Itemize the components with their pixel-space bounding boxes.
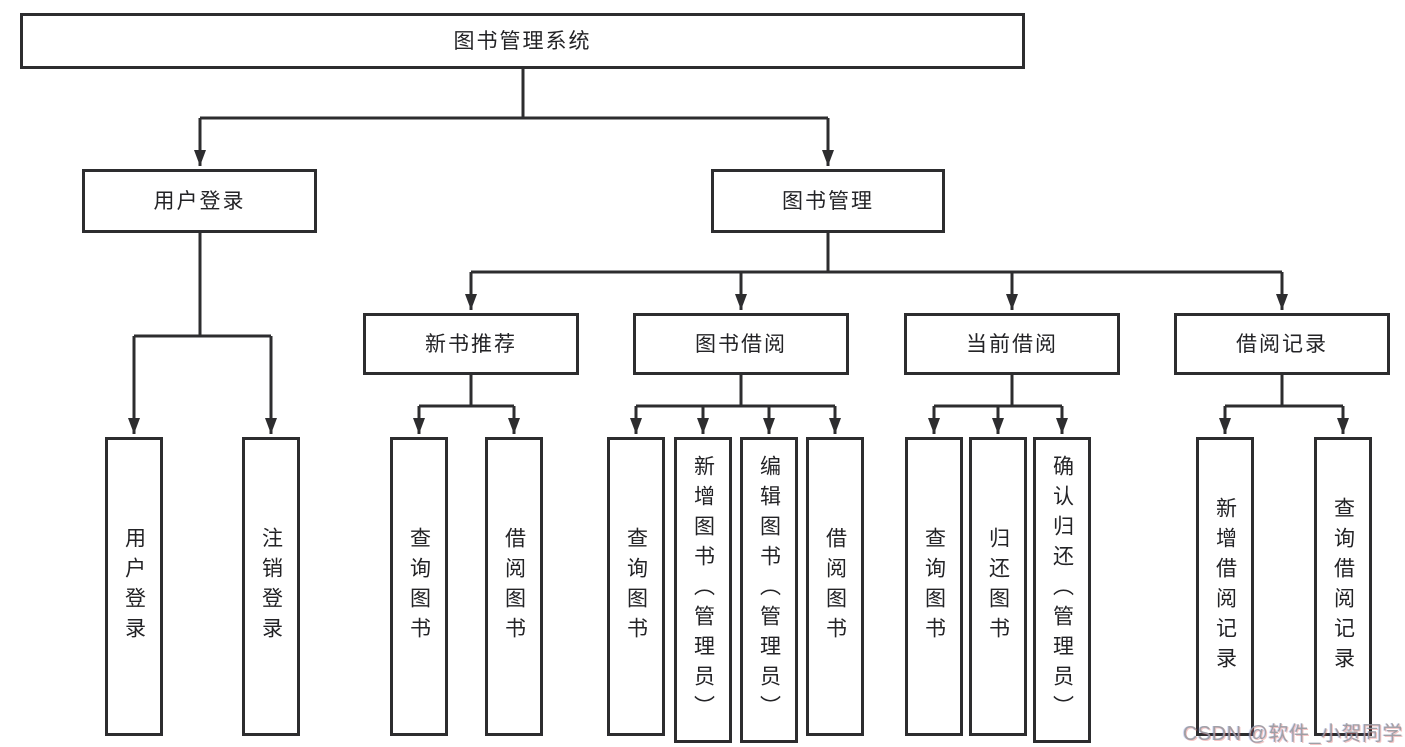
leaf-borrow-books-borrow: 借阅图书	[806, 437, 864, 736]
node-book-management: 图书管理	[711, 169, 945, 233]
leaf-logout-login: 注销登录	[242, 437, 300, 736]
leaf-confirm-return-admin: 确认归还（管理员）	[1033, 437, 1091, 743]
leaf-return-book: 归还图书	[969, 437, 1027, 736]
leaf-borrow-books-recommend: 借阅图书	[485, 437, 543, 736]
leaf-query-books-borrow: 查询图书	[607, 437, 665, 736]
node-book-borrow: 图书借阅	[633, 313, 849, 375]
leaf-user-login: 用户登录	[105, 437, 163, 736]
leaf-query-borrow-record: 查询借阅记录	[1314, 437, 1372, 736]
leaf-query-books-current: 查询图书	[905, 437, 963, 736]
node-root-library-system: 图书管理系统	[20, 13, 1025, 69]
connector-segments	[134, 69, 1343, 408]
leaf-query-books-recommend: 查询图书	[390, 437, 448, 736]
csdn-watermark: CSDN @软件_小贺同学	[1182, 723, 1403, 745]
leaf-add-book-admin: 新增图书（管理员）	[674, 437, 732, 743]
node-new-book-recommend: 新书推荐	[363, 313, 579, 375]
node-user-login: 用户登录	[82, 169, 317, 233]
leaf-edit-book-admin: 编辑图书（管理员）	[740, 437, 798, 743]
leaf-add-borrow-record: 新增借阅记录	[1196, 437, 1254, 736]
node-current-borrow: 当前借阅	[904, 313, 1120, 375]
node-borrow-records: 借阅记录	[1174, 313, 1390, 375]
